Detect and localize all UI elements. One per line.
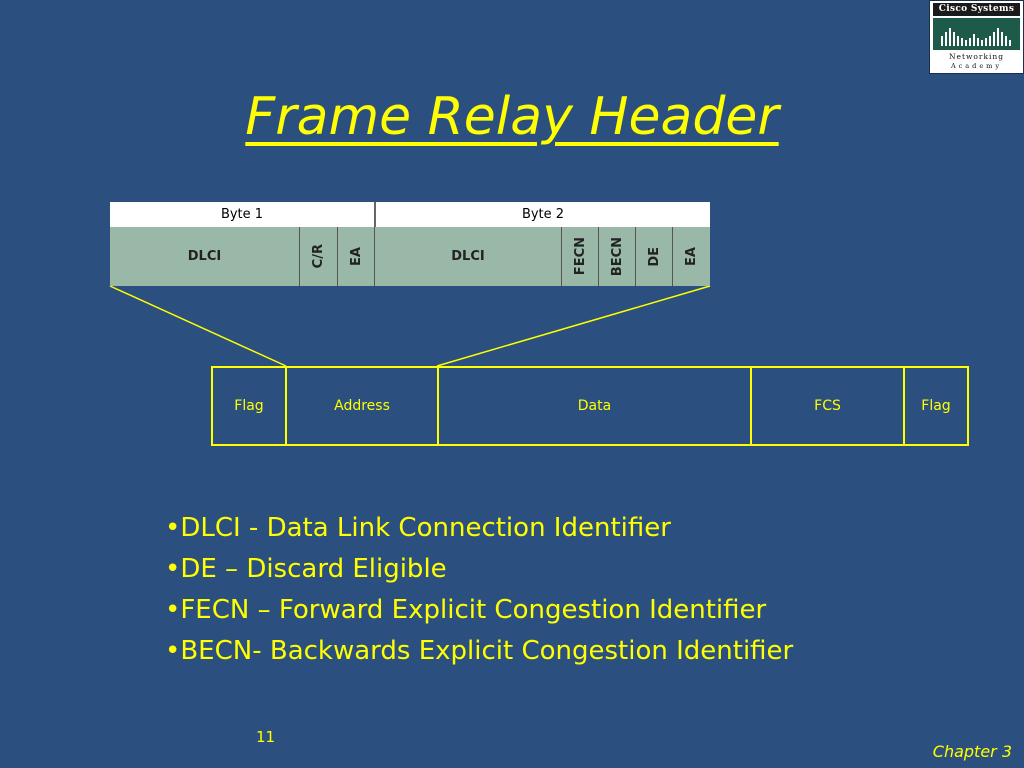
- field-becn: BECN: [599, 227, 636, 286]
- field-dlci-2: DLCI: [375, 227, 562, 286]
- frame-fcs: FCS: [752, 368, 905, 444]
- chapter-label: Chapter 3: [932, 742, 1012, 761]
- frame-address: Address: [287, 368, 439, 444]
- frame-data: Data: [439, 368, 752, 444]
- logo-academy-text: Academy: [950, 62, 1003, 70]
- logo-bars-icon: [941, 28, 1011, 46]
- logo-bars-graphic: [933, 18, 1020, 50]
- slide-title: Frame Relay Header: [245, 87, 779, 147]
- header-diagram: Byte 1 Byte 2 DLCI C/R EA DLCI FECN BECN…: [110, 202, 710, 286]
- cisco-logo: Cisco Systems Networking Academy: [929, 0, 1024, 74]
- logo-brand-text: Cisco Systems: [933, 3, 1020, 16]
- bullet-becn: •BECN- Backwards Explicit Congestion Ide…: [165, 636, 794, 666]
- field-cr: C/R: [300, 227, 338, 286]
- byte-1-label: Byte 1: [110, 202, 375, 227]
- connector-left: [109, 285, 287, 367]
- connector-right: [436, 285, 711, 367]
- bullet-dlci: •DLCI - Data Link Connection Identifier: [165, 513, 671, 543]
- logo-networking-text: Networking: [948, 52, 1005, 61]
- field-dlci-1: DLCI: [110, 227, 300, 286]
- field-fecn: FECN: [562, 227, 599, 286]
- bullet-de: •DE – Discard Eligible: [165, 554, 447, 584]
- frame-diagram: Flag Address Data FCS Flag: [211, 366, 969, 446]
- field-de: DE: [636, 227, 673, 286]
- page-number: 11: [256, 728, 276, 746]
- bullet-fecn: •FECN – Forward Explicit Congestion Iden…: [165, 595, 767, 625]
- field-ea-1: EA: [338, 227, 375, 286]
- byte-2-label: Byte 2: [375, 202, 710, 227]
- definition-list: •DLCI - Data Link Connection Identifier …: [165, 508, 793, 672]
- frame-flag-start: Flag: [213, 368, 287, 444]
- field-ea-2: EA: [673, 227, 710, 286]
- frame-flag-end: Flag: [921, 398, 951, 414]
